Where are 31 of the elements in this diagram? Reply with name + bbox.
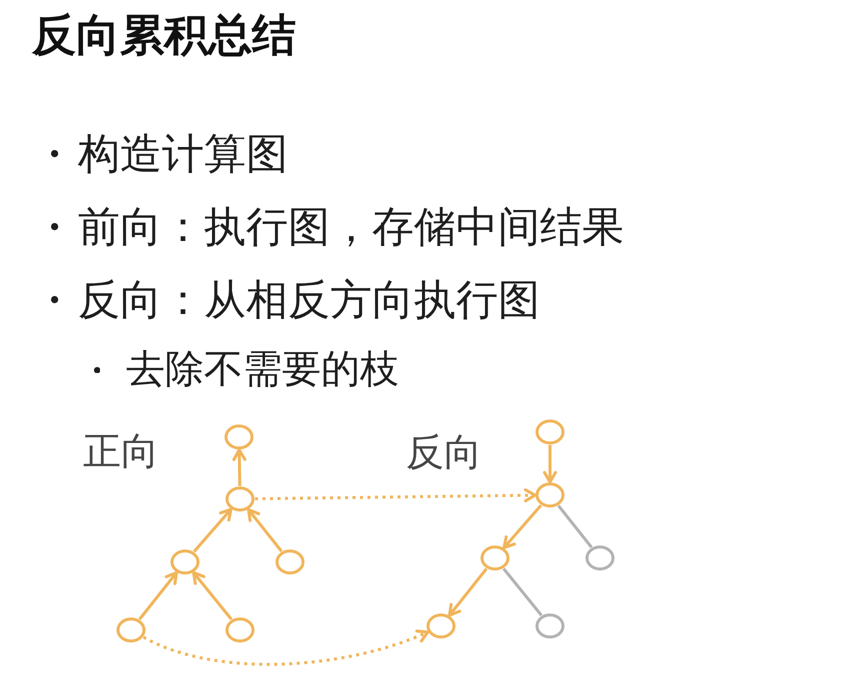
graph-heading: 正向: [83, 432, 159, 470]
dotted-arrow: [142, 629, 430, 666]
graph-node: [586, 546, 614, 570]
arrow: [192, 508, 232, 553]
arrow: [138, 571, 178, 620]
bullet-text: 前向：执行图，存储中间结果: [78, 206, 624, 248]
arrow: [502, 504, 542, 550]
graph-node: [536, 614, 564, 638]
graph-node: [480, 546, 510, 570]
arrow: [247, 508, 283, 552]
graph-node: [116, 618, 146, 642]
connector-line: [557, 504, 593, 548]
arrow: [448, 568, 488, 617]
sub-bullet-text: 去除不需要的枝: [126, 350, 399, 389]
graph-node: [224, 424, 254, 450]
graph-node: [226, 618, 254, 642]
arrow: [192, 571, 233, 620]
graph-node: [170, 550, 200, 574]
graph-node: [276, 550, 304, 574]
graph-heading: 反向: [406, 433, 482, 471]
graph-node: [226, 486, 254, 512]
bullet-text: 反向：从相反方向执行图: [78, 279, 540, 321]
slide-title: 反向累积总结: [32, 14, 296, 58]
connector-line: [502, 568, 543, 616]
arrow: [543, 445, 557, 484]
graph-node: [426, 614, 456, 638]
arrow: [232, 448, 246, 486]
graph-node: [536, 420, 564, 444]
graph-node: [536, 482, 564, 508]
bullet-text: 构造计算图: [78, 133, 288, 175]
dotted-arrow: [254, 488, 536, 502]
